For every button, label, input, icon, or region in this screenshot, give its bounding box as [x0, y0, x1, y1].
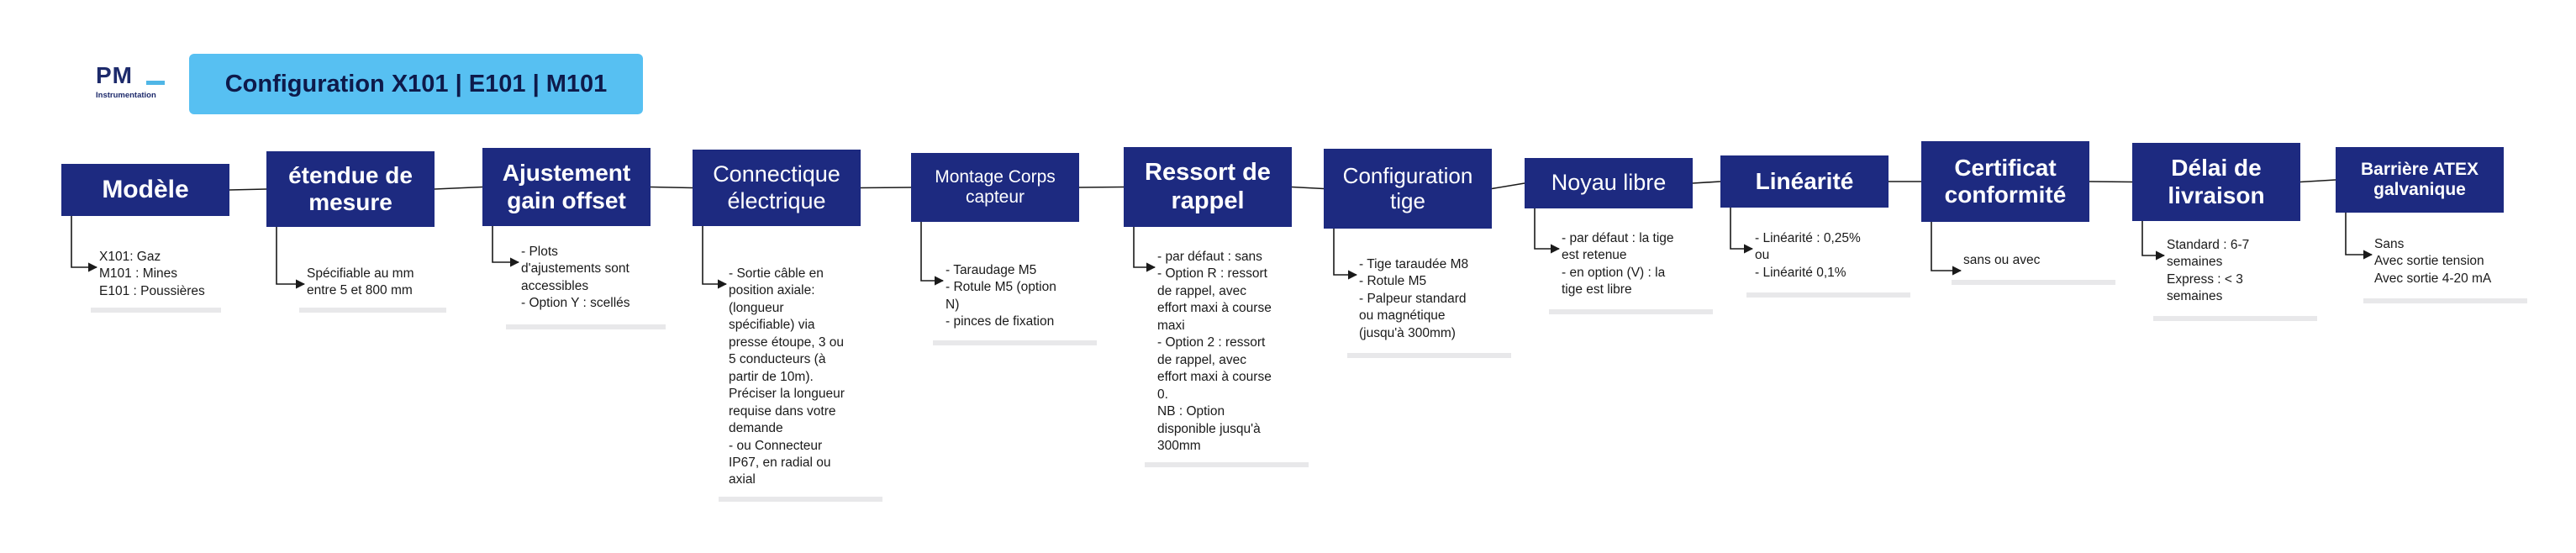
logo-accent — [146, 81, 165, 85]
stage-desc-connectique: - Sortie câble en position axiale: (long… — [729, 266, 845, 487]
divider — [719, 497, 882, 502]
divider — [1347, 353, 1511, 358]
flow-connector-line — [1291, 186, 1325, 190]
divider — [1746, 292, 1910, 298]
stage-box-barriere: Barrière ATEX galvanique — [2336, 147, 2504, 213]
stage-box-delai: Délai de livraison — [2132, 143, 2300, 221]
divider — [1952, 280, 2115, 285]
description-pointer-arrow — [1133, 227, 1156, 272]
stage-label-delai: Délai de livraison — [2168, 155, 2265, 208]
stage-box-certificat: Certificat conformité — [1921, 141, 2089, 222]
stage-box-etendue: étendue de mesure — [266, 151, 435, 227]
flow-connector-line — [650, 186, 693, 189]
flow-connector-line — [434, 186, 483, 190]
stage-desc-barriere: Sans Avec sortie tension Avec sortie 4-2… — [2374, 237, 2492, 286]
stage-label-etendue: étendue de mesure — [288, 161, 413, 215]
stage-desc-montage: - Taraudage M5 - Rotule M5 (option N) - … — [946, 263, 1056, 329]
logo-text: PM — [96, 62, 133, 88]
stage-desc-modele: X101: Gaz M101 : Mines E101 : Poussières — [99, 250, 205, 298]
stage-label-barriere: Barrière ATEX galvanique — [2360, 159, 2479, 199]
stage-label-ressort: Ressort de rappel — [1145, 159, 1271, 214]
description-pointer-arrow — [276, 227, 306, 289]
divider — [933, 340, 1097, 345]
flow-connector-line — [1692, 181, 1721, 184]
stage-desc-noyau: - par défaut : la tige est retenue - en … — [1562, 231, 1674, 298]
stage-desc-configuration-tige: - Tige taraudée M8 - Rotule M5 - Palpeur… — [1359, 257, 1469, 340]
flow-connector-line — [1491, 182, 1525, 190]
divider — [1549, 309, 1713, 314]
description-pointer-arrow — [2345, 213, 2373, 260]
stage-label-linearite: Linéarité — [1755, 167, 1854, 194]
flow-connector-line — [1078, 186, 1125, 188]
stage-box-montage: Montage Corps capteur — [911, 153, 1079, 222]
logo-subtext: Instrumentation — [96, 91, 156, 100]
logo: PM Instrumentation — [94, 62, 178, 104]
stage-label-certificat: Certificat conformité — [1944, 154, 2067, 208]
description-pointer-arrow — [492, 226, 520, 267]
description-pointer-arrow — [1931, 222, 1962, 276]
stage-box-ressort: Ressort de rappel — [1124, 147, 1292, 227]
stage-label-noyau: Noyau libre — [1551, 170, 1667, 196]
divider — [506, 324, 666, 329]
flow-connector-line — [860, 187, 912, 189]
flow-connector-line — [229, 188, 267, 191]
divider — [1145, 462, 1309, 467]
divider — [91, 308, 221, 313]
stage-box-linearite: Linéarité — [1720, 155, 1889, 208]
stage-label-connectique: Connectique électrique — [713, 161, 840, 213]
stage-desc-delai: Standard : 6-7 semaines Express : < 3 se… — [2167, 238, 2250, 304]
stage-label-ajustement: Ajustement gain offset — [502, 160, 631, 213]
description-pointer-arrow — [920, 222, 945, 286]
stage-box-noyau: Noyau libre — [1525, 158, 1693, 208]
divider — [299, 308, 446, 313]
stage-label-modele: Modèle — [102, 175, 189, 203]
stage-box-ajustement: Ajustement gain offset — [482, 148, 651, 226]
description-pointer-arrow — [1333, 229, 1358, 280]
description-pointer-arrow — [702, 226, 728, 289]
flow-connector-line — [2299, 179, 2336, 183]
description-pointer-arrow — [1730, 208, 1754, 254]
stage-box-modele: Modèle — [61, 164, 229, 216]
stage-desc-etendue: Spécifiable au mm entre 5 et 800 mm — [307, 266, 414, 298]
stage-label-configuration-tige: Configuration tige — [1342, 162, 1473, 213]
stage-label-montage: Montage Corps capteur — [935, 166, 1056, 207]
page-title: Configuration X101 | E101 | M101 — [189, 54, 643, 114]
stage-desc-ressort: - par défaut : sans - Option R : ressort… — [1157, 250, 1272, 453]
divider — [2153, 316, 2317, 321]
description-pointer-arrow — [1534, 208, 1561, 254]
stage-desc-ajustement: - Plots d'ajustements sont accessibles -… — [521, 245, 630, 311]
stage-box-connectique: Connectique électrique — [693, 150, 861, 226]
stage-box-configuration-tige: Configuration tige — [1324, 149, 1492, 229]
stage-desc-linearite: - Linéarité : 0,25% ou - Linéarité 0,1% — [1755, 231, 1861, 280]
description-pointer-arrow — [2141, 221, 2166, 261]
divider — [2363, 298, 2527, 303]
stage-desc-certificat: sans ou avec — [1963, 253, 2041, 267]
description-pointer-arrow — [71, 216, 98, 272]
